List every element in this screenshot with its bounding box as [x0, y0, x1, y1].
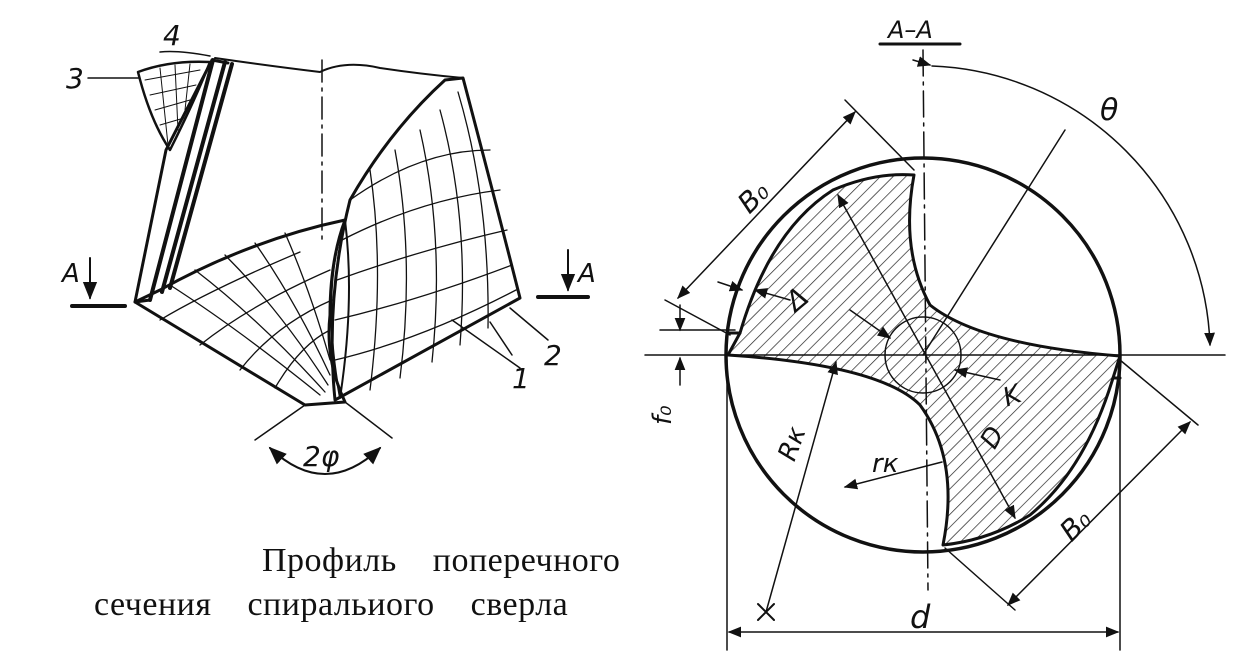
- section-title: A–A: [886, 16, 933, 44]
- caption-line-2: сечения спиральиого сверла: [94, 586, 569, 623]
- b0-bottom-dimension: [1007, 421, 1191, 606]
- label-1: 1: [512, 362, 530, 395]
- rk-large-label: Rк: [773, 423, 813, 465]
- section-label-left: A: [60, 259, 80, 289]
- f0-label: f₀: [648, 405, 678, 425]
- b0-top-dimension: [677, 111, 856, 299]
- corner-wear-region: [136, 60, 212, 152]
- b0-bottom-label: B₀: [1053, 503, 1098, 548]
- b0-top-label: B₀: [731, 175, 776, 220]
- point-angle-label: 2φ: [303, 440, 340, 473]
- drill-outline-left: [133, 58, 214, 304]
- section-label-right: A: [576, 259, 596, 289]
- caption-line-1: Профиль поперечного: [262, 542, 621, 579]
- cross-section-view: [644, 42, 1226, 651]
- label-3: 3: [66, 62, 84, 95]
- rk-small-radius: [843, 461, 943, 490]
- theta-label: θ: [1100, 93, 1118, 128]
- core-diameter-line: [837, 193, 1016, 520]
- label-4: 4: [163, 19, 181, 52]
- rk-large-radius: [765, 360, 838, 613]
- drill-tip-view: [70, 50, 590, 475]
- rk-small-label: rк: [872, 449, 899, 479]
- flank-face-left: [133, 218, 347, 407]
- d-label: d: [910, 598, 931, 636]
- margin-land: [148, 58, 234, 302]
- flank-face-right: [330, 76, 522, 402]
- theta-arc: [931, 65, 1215, 347]
- chisel-edge: [330, 219, 350, 399]
- body-break-line: [214, 57, 464, 79]
- label-2: 2: [544, 339, 562, 372]
- point-angle-arc: [268, 446, 382, 475]
